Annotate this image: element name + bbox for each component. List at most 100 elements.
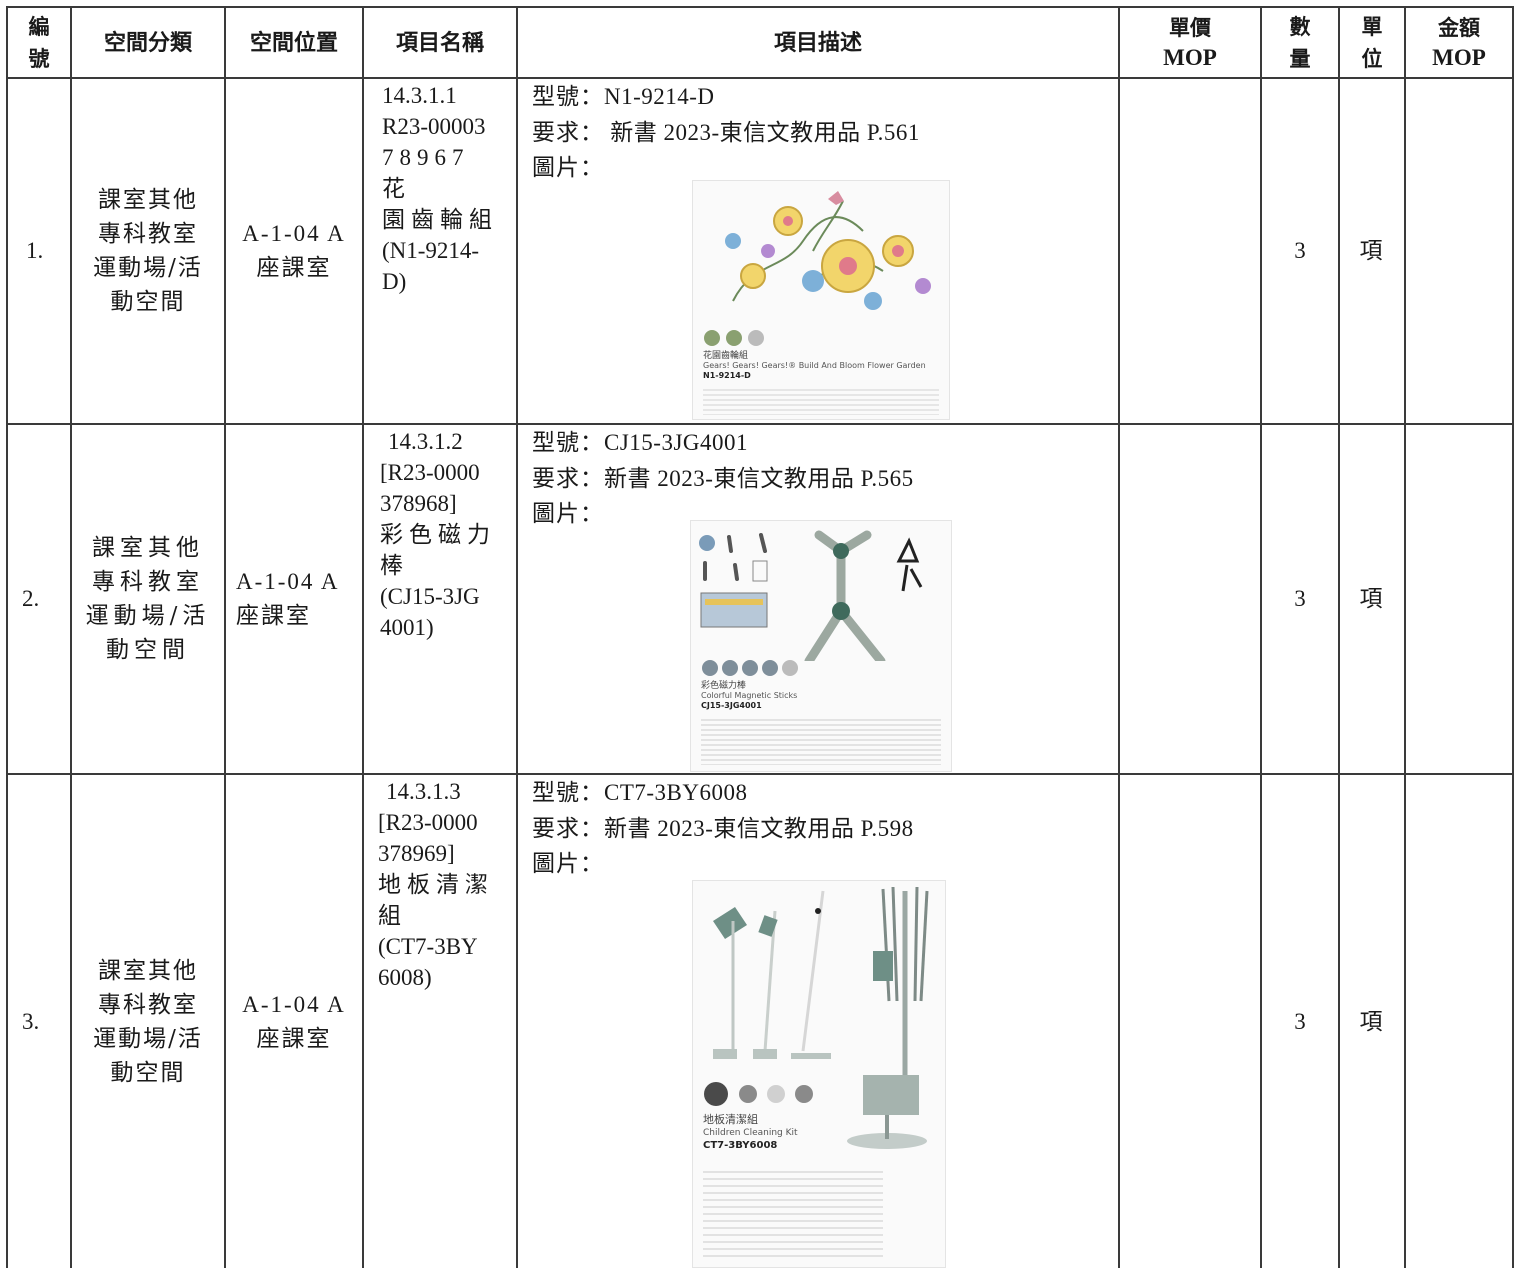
header-unit-line2: 位: [1361, 45, 1383, 71]
row-2-item-description: 型號：CJ15-3JG4001 要求：新書 2023-東信文教用品 P.565 …: [532, 425, 1116, 773]
name-line: 地板清潔: [378, 872, 494, 897]
dustpan-stand-illustration: [843, 1071, 933, 1151]
row-3-number: 3.: [22, 1008, 40, 1034]
model-label: 型號：: [532, 780, 604, 806]
header-item-description: 項目描述: [773, 29, 862, 56]
category-line: 運動場/活: [93, 255, 203, 281]
requirement-label: 要求：: [532, 466, 604, 492]
name-line: 6008): [378, 965, 432, 990]
requirement-line: 要求：新書 2023-東信文教用品 P.598: [532, 811, 1116, 847]
row-3-space-category: 課室其他 專科教室 運動場/活 動空間: [72, 775, 224, 1268]
category-line: 專科教室: [92, 569, 204, 595]
category-line: 專科教室: [98, 991, 198, 1018]
stand-base-icon: [847, 1075, 927, 1149]
product-caption: 地板清潔組 Children Cleaning Kit CT7-3BY6008: [703, 1113, 853, 1152]
name-line: 園齒輪組: [382, 207, 498, 232]
row-1-space-category: 課室其他 專科教室 運動場/活 動空間: [72, 79, 224, 423]
table-border-top: [6, 6, 1514, 8]
requirement-line: 要求：新書 2023-東信文教用品 P.565: [532, 461, 1116, 497]
column-line-5: [1118, 6, 1120, 1268]
name-line: R23-00003: [382, 114, 486, 139]
picture-label: 圖片：: [532, 501, 604, 527]
column-line-1: [70, 6, 72, 1268]
caption-cn: 花園齒輪組: [703, 351, 749, 361]
name-line: 78967 花: [382, 145, 499, 201]
caption-en: Children Cleaning Kit: [703, 1128, 798, 1138]
caption-fine-print: [703, 389, 939, 415]
model-value: CJ15-3JG4001: [604, 430, 749, 455]
row-2-unit: 項: [1359, 586, 1385, 612]
header-divider: [6, 77, 1514, 79]
column-line-2: [224, 6, 226, 1268]
header-number-line1: 編: [28, 13, 50, 39]
header-unit-price-label: 單價: [1169, 14, 1211, 40]
header-item-name: 項目名稱: [395, 29, 484, 56]
model-line: 型號：N1-9214-D: [532, 79, 1116, 115]
category-line: 課室其他: [98, 957, 198, 984]
model-label: 型號：: [532, 430, 604, 456]
category-line: 動空間: [110, 289, 186, 315]
row-2-space-category: 課室其他 專科教室 運動場/活 動空間: [72, 425, 224, 773]
model-line: 型號：CJ15-3JG4001: [532, 425, 1116, 461]
requirement-label: 要求：: [532, 816, 604, 842]
category-line: 動空間: [110, 1059, 186, 1086]
caption-code: N1-9214-D: [703, 371, 751, 380]
requirement-line: 要求： 新書 2023-東信文教用品 P.561: [532, 115, 1116, 151]
row-3-item-name: 14.3.1.3 [R23-0000 378969] 地板清潔 組 (CT7-3…: [378, 776, 514, 993]
row-1-quantity: 3: [1294, 238, 1306, 263]
column-line-9: [1512, 6, 1514, 1268]
picture-line: 圖片：: [532, 497, 1116, 532]
row-divider-2: [6, 773, 1514, 775]
category-line: 專科教室: [98, 221, 198, 247]
row-3-space-location: A-1-04 A 座課室: [226, 775, 362, 1268]
row-1-number: 1.: [26, 238, 44, 263]
category-line: 運動場/活: [93, 1025, 203, 1052]
new-and-age-badge-icons: [704, 1082, 813, 1106]
row-3-item-description: 型號：CT7-3BY6008 要求：新書 2023-東信文教用品 P.598 圖…: [532, 775, 1116, 1268]
header-unit-line1: 單: [1361, 13, 1383, 39]
category-line: 課室其他: [98, 187, 198, 213]
row-2-quantity: 3: [1294, 586, 1306, 611]
picture-label: 圖片：: [532, 851, 604, 877]
product-badges: [703, 1081, 843, 1111]
caption-en: Gears! Gears! Gears!® Build And Bloom Fl…: [703, 361, 926, 370]
column-line-4: [516, 6, 518, 1268]
header-unit-price: 單價 MOP: [1120, 8, 1260, 77]
age-badge-icons: [702, 660, 798, 676]
name-line: 14.3.1.2: [388, 429, 463, 454]
location-line: A-1-04 A: [236, 569, 340, 594]
row-3-quantity: 3: [1294, 1008, 1306, 1034]
picture-line: 圖片：: [532, 847, 1116, 882]
row-2-number: 2.: [22, 586, 40, 611]
column-line-8: [1404, 6, 1406, 1268]
row-2-item-name: 14.3.1.2 [R23-0000 378968] 彩色磁力 棒 (CJ15-…: [380, 426, 514, 643]
name-line: 378969]: [378, 841, 455, 866]
location-line: A-1-04 A: [242, 991, 346, 1017]
caption-cn: 地板清潔組: [703, 1113, 758, 1126]
header-unit: 單 位: [1340, 8, 1404, 77]
name-line: (CT7-3BY: [378, 934, 478, 959]
requirement-label: 要求：: [532, 120, 604, 146]
model-value: N1-9214-D: [604, 84, 715, 109]
name-line: (N1-9214-: [382, 238, 480, 263]
location-line: 座課室: [236, 603, 311, 629]
row-1-item-name: 14.3.1.1 R23-00003 78967 花 園齒輪組 (N1-9214…: [382, 80, 514, 297]
name-line: 組: [378, 903, 401, 928]
name-line: 棒: [380, 553, 403, 578]
location-line: 座課室: [256, 255, 332, 281]
header-amount: 金額 MOP: [1406, 8, 1512, 77]
product-badges: [703, 329, 773, 351]
product-image-flower-gears: 花園齒輪組 Gears! Gears! Gears!® Build And Bl…: [692, 180, 950, 420]
header-unit-price-currency: MOP: [1163, 44, 1217, 70]
row-divider-1: [6, 423, 1514, 425]
row-3-unit: 項: [1359, 1008, 1385, 1035]
header-amount-currency: MOP: [1432, 44, 1486, 70]
column-line-0: [6, 6, 8, 1268]
name-line: 14.3.1.3: [386, 779, 461, 804]
name-line: D): [382, 269, 407, 294]
model-line: 型號：CT7-3BY6008: [532, 775, 1116, 811]
category-line: 運動場/活: [85, 603, 211, 629]
header-space-location: 空間位置: [249, 29, 338, 56]
row-1-space-location: A-1-04 A 座課室: [226, 79, 362, 423]
